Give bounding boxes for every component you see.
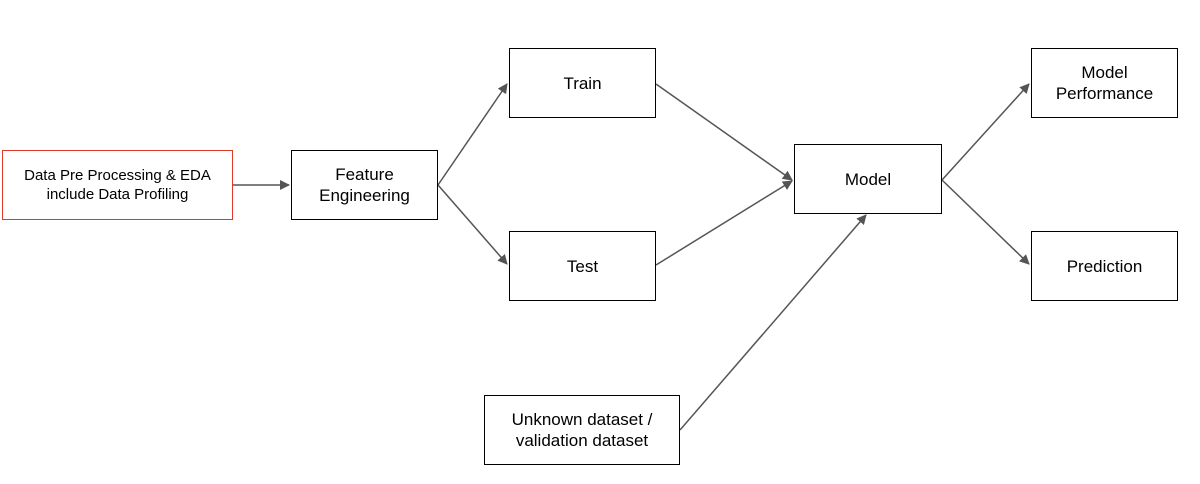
node-train-label: Train [563, 73, 602, 93]
edge-test-to-model [655, 180, 793, 266]
edge-model-to-prediction [941, 179, 1030, 265]
node-data-preprocessing-label: Data Pre Processing & EDA include Data P… [24, 167, 211, 203]
node-feature-engineering-label: Feature Engineering [319, 165, 410, 205]
node-model-performance-label: Model Performance [1055, 63, 1154, 103]
node-data-preprocessing: Data Pre Processing & EDA include Data P… [2, 150, 233, 220]
node-feature-engineering: Feature Engineering [291, 150, 438, 220]
edge-train-to-model [655, 83, 793, 181]
node-train: Train [509, 48, 656, 118]
edge-feature-to-train [437, 83, 508, 186]
node-model-performance: Model Performance [1031, 48, 1178, 118]
node-model: Model [794, 144, 942, 214]
edge-model-to-performance [941, 83, 1030, 181]
node-test: Test [509, 231, 656, 301]
node-prediction-label: Prediction [1066, 256, 1143, 276]
edge-feature-to-test [437, 184, 508, 265]
node-unknown-dataset-label: Unknown dataset / validation dataset [511, 410, 653, 450]
node-prediction: Prediction [1031, 231, 1178, 301]
node-model-label: Model [844, 169, 892, 189]
node-unknown-dataset: Unknown dataset / validation dataset [484, 395, 680, 465]
edge-unknown-to-model [679, 214, 867, 431]
node-test-label: Test [566, 256, 599, 276]
